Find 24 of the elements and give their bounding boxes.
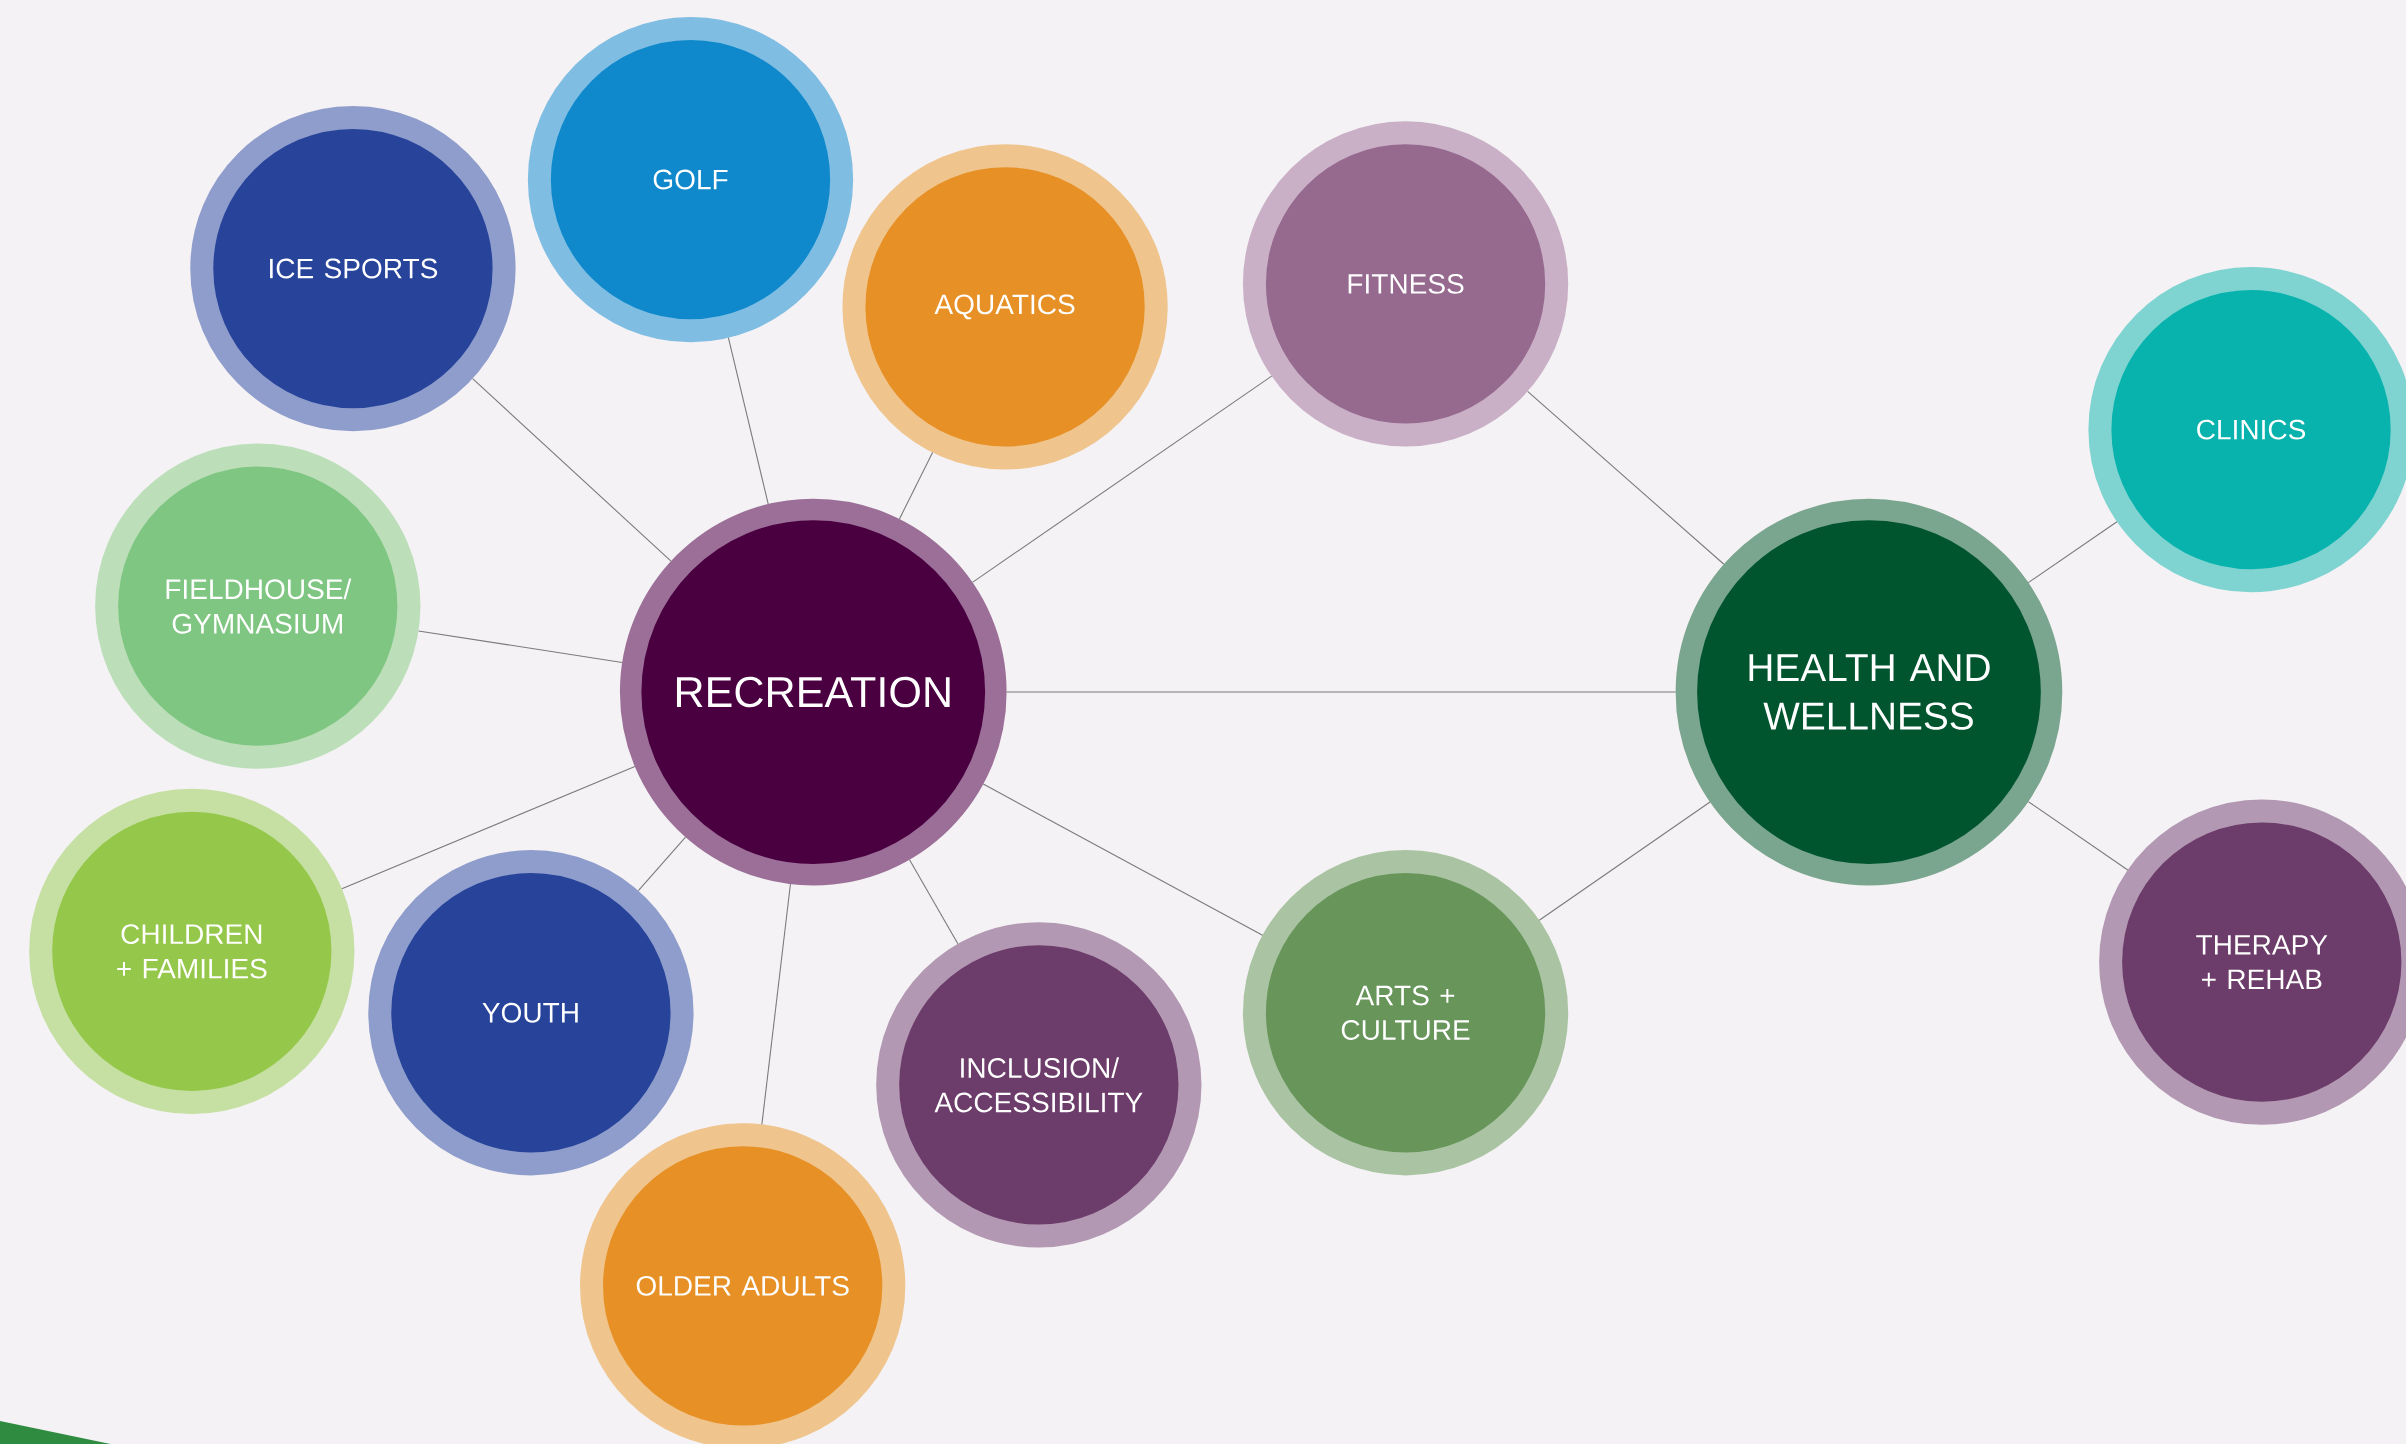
connector-line [971, 375, 1273, 583]
circle-node: YOUTH [368, 850, 694, 1176]
circle-node: THERAPY + REHAB [2099, 799, 2406, 1125]
connector-line [472, 378, 672, 562]
connector-line [898, 452, 934, 520]
circle-node: RECREATION [619, 498, 1007, 886]
connector-line [909, 859, 959, 945]
connector-line [2027, 801, 2129, 871]
circle-node: AQUATICS [842, 144, 1168, 470]
connector-line [727, 337, 769, 505]
connector-line [761, 883, 791, 1125]
connector-line [1538, 801, 1711, 921]
connector-line [418, 630, 623, 664]
connector-line [1006, 691, 1677, 693]
circle-node: OLDER ADULTS [580, 1123, 906, 1444]
connector-line [1527, 390, 1725, 565]
connector-line [982, 783, 1264, 936]
circle-node: INCLUSION/ ACCESSIBILITY [876, 922, 1202, 1248]
circle-node: CLINICS [2088, 267, 2406, 593]
connector-line [341, 766, 636, 890]
connector-line [637, 836, 687, 892]
circle-node: HEALTH AND WELLNESS [1675, 498, 2063, 886]
circle-node: ARTS + CULTURE [1242, 850, 1569, 1176]
connector-line [2027, 521, 2118, 584]
